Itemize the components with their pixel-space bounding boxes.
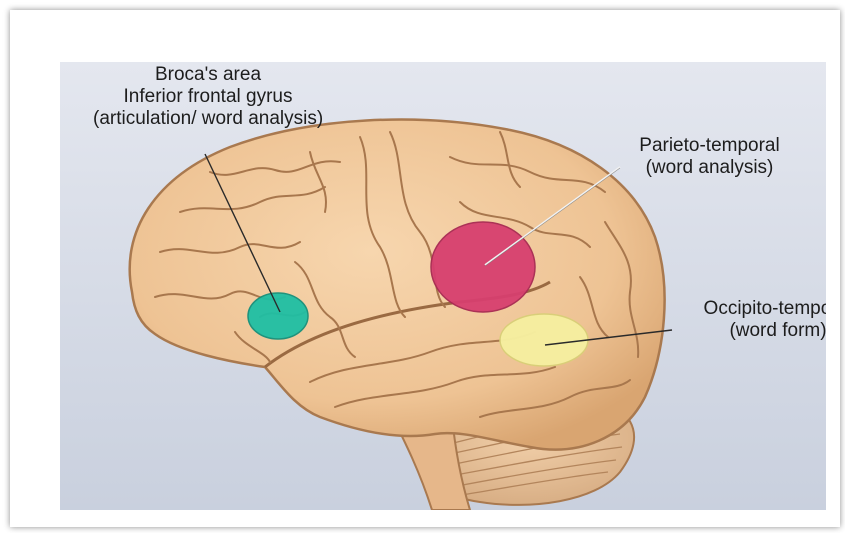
parieto-title: Parieto-temporal xyxy=(617,135,802,157)
broca-title: Broca's area xyxy=(113,64,303,86)
broca-region xyxy=(248,293,308,339)
broca-subtitle: Inferior frontal gyrus xyxy=(113,86,303,108)
brain-diagram-panel: Broca's area Inferior frontal gyrus (art… xyxy=(60,62,826,510)
slide-frame: Broca's area Inferior frontal gyrus (art… xyxy=(10,10,840,527)
parieto-temporal-region xyxy=(431,222,535,312)
occipito-temporal-region xyxy=(500,314,588,366)
occipito-temporal-label: Occipito-temporal (word form) xyxy=(678,298,826,342)
occipito-function: (word form) xyxy=(678,320,826,342)
broca-function: (articulation/ word analysis) xyxy=(93,108,303,130)
parieto-function: (word analysis) xyxy=(617,157,802,179)
occipito-title: Occipito-temporal xyxy=(678,298,826,320)
broca-label: Broca's area Inferior frontal gyrus (art… xyxy=(113,64,303,130)
parieto-temporal-label: Parieto-temporal (word analysis) xyxy=(617,135,802,179)
